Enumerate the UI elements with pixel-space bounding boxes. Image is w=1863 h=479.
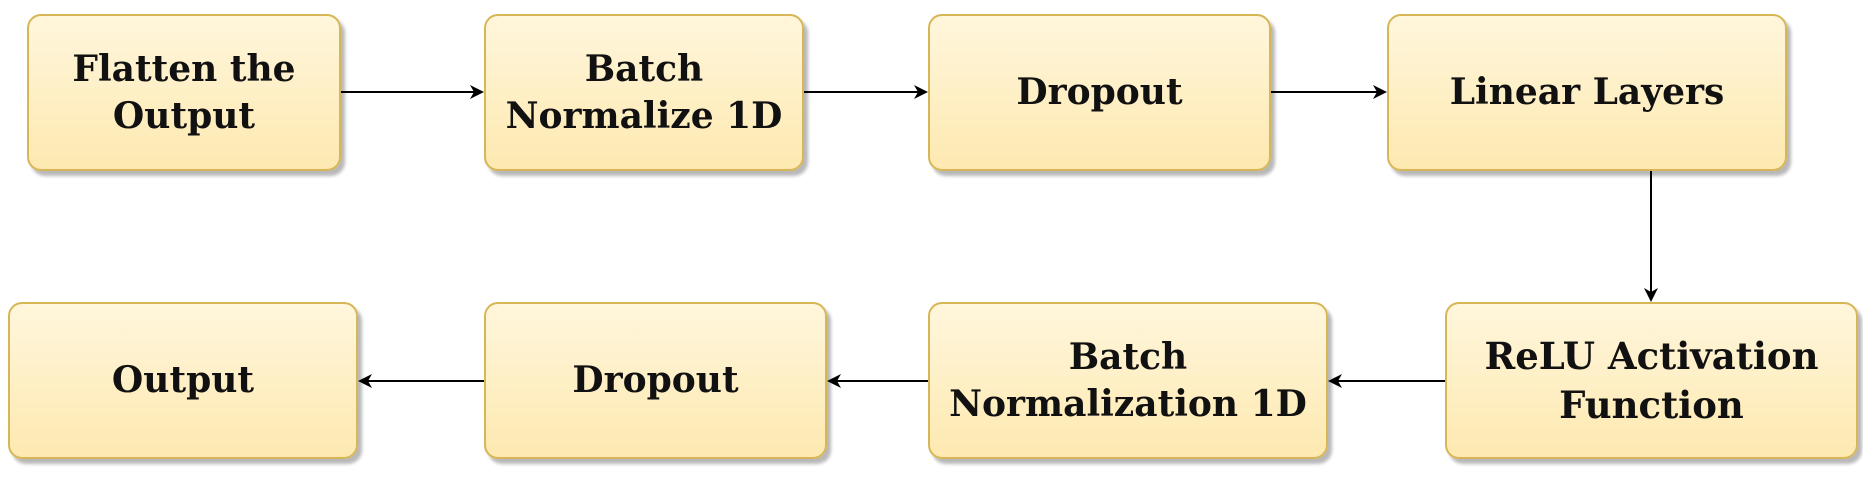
node-batch-normalization-1d: Batch Normalization 1D — [928, 302, 1328, 459]
node-output: Output — [8, 302, 358, 459]
node-dropout-2: Dropout — [484, 302, 827, 459]
node-linear-layers: Linear Layers — [1387, 14, 1787, 171]
node-label: Linear Layers — [1449, 71, 1725, 114]
node-label: Dropout — [1016, 71, 1183, 114]
node-label: Batch Normalization 1D — [949, 335, 1307, 425]
node-relu-activation-function: ReLU Activation Function — [1445, 302, 1858, 459]
node-dropout-1: Dropout — [928, 14, 1271, 171]
node-label: Batch Normalize 1D — [505, 47, 783, 137]
node-label: Dropout — [572, 359, 739, 402]
node-batch-normalize-1d: Batch Normalize 1D — [484, 14, 804, 171]
node-label: ReLU Activation Function — [1484, 334, 1819, 427]
node-flatten-the-output: Flatten the Output — [27, 14, 341, 171]
node-label: Output — [111, 359, 255, 402]
node-label: Flatten the Output — [72, 47, 296, 137]
